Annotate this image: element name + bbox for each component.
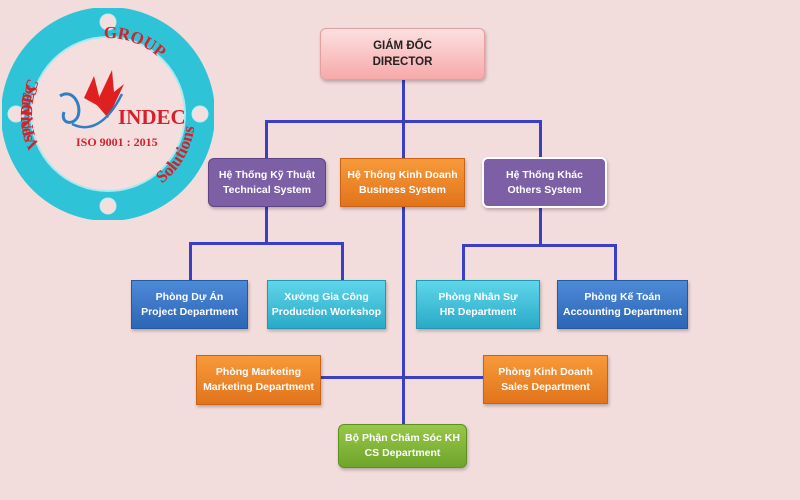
vindec-logo: VINDEC GROUP Services Solutions INDEC IS…	[2, 8, 214, 220]
connector-others-bar	[462, 244, 617, 247]
ring-hole-left	[7, 105, 25, 123]
connector-technical-bar	[189, 242, 344, 245]
connector-to-project	[189, 242, 192, 280]
sales-department-vi: Phòng Kinh Doanh	[498, 365, 593, 378]
marketing-department-box[interactable]: Phòng Marketing Marketing Department	[196, 355, 321, 405]
accounting-department-vi: Phòng Kế Toán	[584, 290, 661, 303]
technical-system-en: Technical System	[223, 183, 311, 196]
business-system-box[interactable]: Hệ Thống Kinh Doanh Business System	[340, 158, 465, 207]
marketing-department-en: Marketing Department	[203, 381, 314, 393]
project-department-en: Project Department	[141, 305, 238, 318]
connector-director-spine	[402, 80, 405, 424]
ring-hole-bottom	[99, 197, 117, 215]
sales-department-en: Sales Department	[501, 380, 590, 393]
project-department-box[interactable]: Phòng Dự Án Project Department	[131, 280, 248, 329]
technical-system-vi: Hệ Thống Kỹ Thuật	[218, 168, 316, 181]
production-workshop-en: Production Workshop	[271, 305, 382, 318]
vindec-emblem-icon	[59, 70, 124, 129]
cs-department-vi: Bộ Phận Chăm Sóc KH	[345, 432, 460, 444]
connector-others-down	[539, 207, 542, 246]
connector-to-production	[341, 242, 344, 280]
connector-to-technical	[265, 120, 268, 158]
connector-to-accounting	[614, 244, 617, 280]
connector-to-others	[539, 120, 542, 158]
director-box[interactable]: GIÁM ĐỐC DIRECTOR	[320, 28, 485, 80]
business-system-vi: Hệ Thống Kinh Doanh	[347, 168, 458, 181]
logo-iso-text: ISO 9001 : 2015	[76, 135, 158, 149]
project-department-vi: Phòng Dự Án	[155, 290, 224, 303]
hr-department-vi: Phòng Nhân Sự	[438, 290, 518, 303]
connector-to-hr	[462, 244, 465, 280]
others-system-vi: Hệ Thống Khác	[505, 168, 583, 181]
hr-department-en: HR Department	[439, 305, 517, 318]
ring-hole-top	[99, 13, 117, 31]
others-system-en: Others System	[507, 183, 582, 196]
logo-brand-text: INDEC	[118, 105, 186, 129]
connector-technical-down	[265, 207, 268, 244]
director-title-en: DIRECTOR	[372, 56, 433, 68]
director-title-vi: GIÁM ĐỐC	[373, 40, 432, 52]
ring-hole-right	[191, 105, 209, 123]
hr-department-box[interactable]: Phòng Nhân Sự HR Department	[416, 280, 540, 329]
accounting-department-box[interactable]: Phòng Kế Toán Accounting Department	[557, 280, 688, 329]
business-system-en: Business System	[359, 183, 446, 196]
connector-systems-bar	[265, 120, 542, 123]
cs-department-box[interactable]: Bộ Phận Chăm Sóc KH CS Department	[338, 424, 467, 468]
technical-system-box[interactable]: Hệ Thống Kỹ Thuật Technical System	[208, 158, 326, 207]
connector-marketing-sales-bar	[321, 376, 484, 379]
production-workshop-vi: Xưởng Gia Công	[284, 290, 369, 303]
others-system-box[interactable]: Hệ Thống Khác Others System	[482, 157, 607, 208]
cs-department-en: CS Department	[364, 447, 441, 459]
sales-department-box[interactable]: Phòng Kinh Doanh Sales Department	[483, 355, 608, 404]
accounting-department-en: Accounting Department	[562, 305, 682, 318]
production-workshop-box[interactable]: Xưởng Gia Công Production Workshop	[267, 280, 386, 329]
marketing-department-vi: Phòng Marketing	[215, 366, 302, 378]
